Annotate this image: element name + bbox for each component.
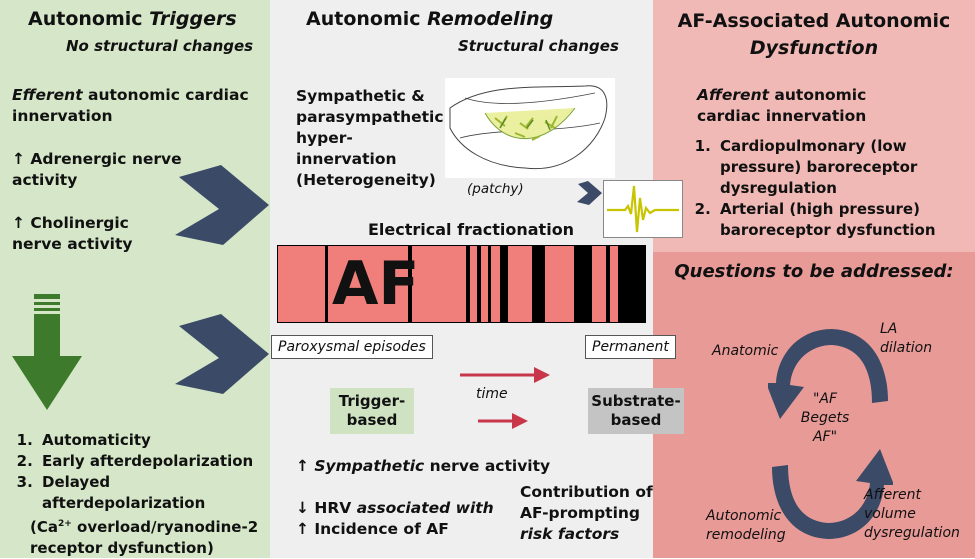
- hrv-text: ↓ HRV associated with: [296, 499, 494, 517]
- triggers-title: Autonomic Triggers: [28, 8, 237, 30]
- af-begets-af-label: "AF Begets AF": [800, 391, 850, 445]
- list-item: Delayed afterdepolarization: [38, 472, 270, 514]
- baroreceptor-list: Cardiopulmonary (low pressure) barorecep…: [696, 136, 948, 241]
- la-dilation-label: LA dilation: [880, 321, 933, 356]
- triggers-panel: [0, 0, 270, 558]
- fractionated-electrogram-illustration: [603, 180, 683, 238]
- top-chevron-arrow-icon: [175, 165, 269, 245]
- green-down-arrow-icon: [12, 294, 82, 410]
- paroxysmal-label: Paroxysmal episodes: [271, 335, 433, 359]
- patchy-label: (patchy): [467, 181, 524, 197]
- efferent-text: Efferent autonomic cardiac innervation: [12, 86, 249, 125]
- bottom-chevron-arrow-icon: [175, 314, 269, 394]
- time-arrow-lower-icon: [478, 413, 528, 429]
- afferent-text: Afferent autonomic cardiac innervation: [697, 86, 867, 125]
- incidence-text: ↑ Incidence of AF: [296, 520, 449, 538]
- anatomic-label: Anatomic: [712, 343, 779, 359]
- calcium-note: (Ca2+ overload/ryanodine-2 receptor dysf…: [30, 518, 259, 557]
- remodeling-title: Autonomic Remodeling: [306, 8, 554, 30]
- autonomic-remodeling-label: Autonomic remodeling: [706, 508, 786, 543]
- afferent-volume-label: Afferent volume dysregulation: [864, 487, 960, 541]
- permanent-label: Permanent: [585, 335, 676, 359]
- afferent-panel: [653, 0, 975, 252]
- sympathetic-activity-text: ↑ Sympathetic nerve activity: [296, 457, 551, 475]
- list-item: Automaticity: [38, 430, 270, 451]
- questions-heading: Questions to be addressed:: [674, 261, 954, 282]
- triggers-subtitle: No structural changes: [66, 37, 254, 55]
- adrenergic-text: ↑ Adrenergic nerve activity: [12, 150, 182, 189]
- dysfunction-title: AF-Associated Autonomic Dysfunction: [677, 10, 951, 59]
- hyperinnervation-text: Sympathetic & parasympathetic hyper-inne…: [296, 87, 444, 189]
- list-item: Early afterdepolarization: [38, 451, 270, 472]
- trigger-based-label: Trigger-based: [330, 388, 414, 434]
- cycle-arrows-icon: [768, 329, 893, 539]
- af-fractionation-bar: AF: [277, 245, 646, 323]
- trigger-mechanisms-list: Automaticity Early afterdepolarization D…: [12, 430, 270, 559]
- small-chevron-arrow-icon: [577, 181, 602, 205]
- cholinergic-text: ↑ Cholinergic nerve activity: [12, 214, 133, 253]
- remodeling-subtitle: Structural changes: [458, 37, 619, 55]
- list-item: Arterial (high pressure) baroreceptor dy…: [716, 199, 948, 241]
- electrical-fractionation-label: Electrical fractionation: [368, 220, 575, 239]
- substrate-based-label: Substrate-based: [588, 388, 684, 434]
- time-arrow-upper-icon: [460, 367, 550, 383]
- nerve-sprouting-illustration: [445, 78, 615, 178]
- af-label: AF: [332, 249, 420, 319]
- time-label: time: [476, 386, 508, 402]
- risk-factor-contribution: Contribution of AF-prompting risk factor…: [520, 483, 653, 543]
- list-item: Cardiopulmonary (low pressure) barorecep…: [716, 136, 948, 199]
